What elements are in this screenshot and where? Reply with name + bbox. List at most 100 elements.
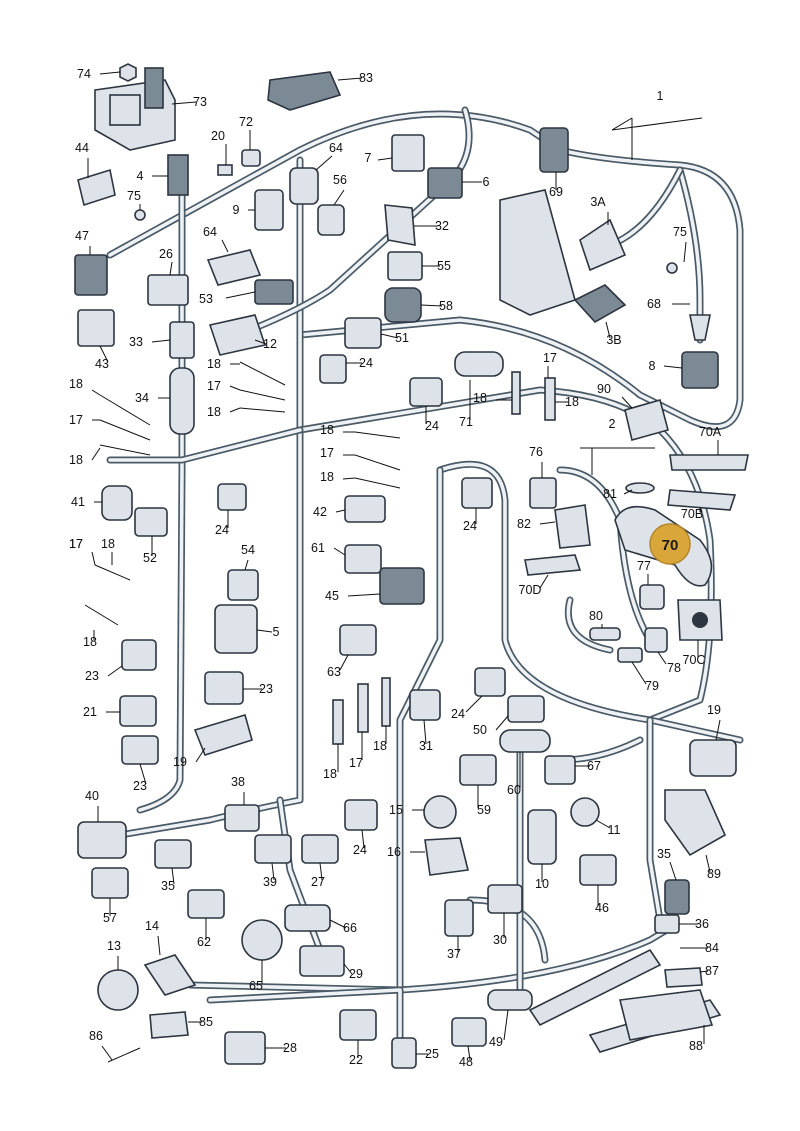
highlight-badge-text[interactable]: 70 <box>662 537 679 554</box>
connector-57 <box>91 867 129 899</box>
connector-29 <box>299 945 345 977</box>
leader-line-l86 <box>101 1045 113 1061</box>
connector-65 <box>241 919 283 961</box>
callout-label-l18k: 18 <box>373 739 387 753</box>
callout-label-l10: 10 <box>535 877 549 891</box>
leader-line-l8 <box>663 365 683 369</box>
connector-10 <box>527 809 557 865</box>
highlight-70-badge[interactable]: 70 <box>649 523 691 565</box>
leader-line-l45 <box>347 593 381 597</box>
callout-label-l33: 33 <box>129 335 143 349</box>
pins-center <box>354 431 401 489</box>
connector-9 <box>254 189 284 231</box>
connector-25 <box>391 1037 417 1069</box>
callout-label-l82: 82 <box>517 517 531 531</box>
callout-label-l35a: 35 <box>161 879 175 893</box>
leader-line-l83 <box>337 77 363 81</box>
callout-label-l22: 22 <box>349 1053 363 1067</box>
connector-36 <box>654 914 680 934</box>
grommet-68 <box>689 314 711 341</box>
connector-28 <box>224 1031 266 1065</box>
connector-49 <box>487 989 533 1011</box>
callout-label-l29: 29 <box>349 967 363 981</box>
connector-35b <box>664 879 690 915</box>
callout-label-l55: 55 <box>437 259 451 273</box>
leader-line-l73 <box>171 101 197 105</box>
callout-label-l43: 43 <box>95 357 109 371</box>
leader-line-l18g <box>91 447 101 461</box>
callout-label-l31: 31 <box>419 739 433 753</box>
connector-42 <box>344 495 386 523</box>
connector-78 <box>644 627 668 653</box>
callout-label-l2: 2 <box>609 417 616 431</box>
cover-3A <box>579 218 627 272</box>
callout-label-l21: 21 <box>83 705 97 719</box>
callout-label-l48: 48 <box>459 1055 473 1069</box>
callout-label-l40: 40 <box>85 789 99 803</box>
callout-label-l61: 61 <box>311 541 325 555</box>
leader-line-l27 <box>319 862 323 881</box>
connector-53 <box>254 279 294 305</box>
callout-label-l24a: 24 <box>359 356 373 370</box>
callout-label-l39: 39 <box>263 875 277 889</box>
callout-label-l51: 51 <box>395 331 409 345</box>
cover-90 <box>624 399 669 441</box>
callout-label-l17d: 17 <box>320 446 334 460</box>
connector-37 <box>444 899 474 937</box>
callout-label-l49: 49 <box>489 1035 503 1049</box>
leader-line-l50 <box>495 715 509 731</box>
leader-line-l18c <box>91 389 101 396</box>
connector-54 <box>227 569 259 601</box>
connector-20 <box>217 164 233 176</box>
callout-label-l64a: 64 <box>329 141 343 155</box>
leader-line-l49 <box>503 1009 509 1041</box>
callout-label-l89: 89 <box>707 867 721 881</box>
callout-label-l81: 81 <box>603 487 617 501</box>
leader-line-l64b <box>221 239 229 253</box>
flange-70C <box>677 599 723 641</box>
callout-label-l67: 67 <box>587 759 601 773</box>
callout-label-l88: 88 <box>689 1039 703 1053</box>
callout-label-l57: 57 <box>103 911 117 925</box>
leader-line-l39 <box>271 862 275 881</box>
highlight-badge-circle[interactable] <box>649 523 691 565</box>
callout-label-l15: 15 <box>389 803 403 817</box>
leader-line-l48 <box>467 1045 471 1061</box>
pins-18-17 <box>99 361 286 456</box>
callout-label-l60: 60 <box>507 783 521 797</box>
callout-label-l3B: 3B <box>606 333 621 347</box>
bracket-70A <box>669 454 749 471</box>
control-unit <box>499 189 576 316</box>
connector-64b <box>206 249 262 286</box>
connector-39 <box>254 834 292 864</box>
callout-label-l83: 83 <box>359 71 373 85</box>
connector-24-f <box>344 799 378 831</box>
callout-label-l24b: 24 <box>425 419 439 433</box>
connector-27 <box>301 834 339 864</box>
connector-32 <box>384 204 416 246</box>
connector-52 <box>134 507 168 537</box>
callout-label-l30: 30 <box>493 933 507 947</box>
callout-label-l79: 79 <box>645 679 659 693</box>
callout-label-l12: 12 <box>263 337 277 351</box>
callout-label-l18f: 18 <box>320 423 334 437</box>
callout-label-l64b: 64 <box>203 225 217 239</box>
leader-line-l90 <box>621 396 633 409</box>
connector-13 <box>97 969 139 1011</box>
bracket-88 <box>588 989 722 1053</box>
callout-label-l17e: 17 <box>69 537 83 551</box>
leader-line-l19a <box>715 719 721 741</box>
bracket-82 <box>554 504 591 549</box>
callout-label-l23c: 23 <box>133 779 147 793</box>
connector-55 <box>387 251 423 281</box>
connector-24-top <box>319 354 347 384</box>
leader-line-l18i <box>342 477 356 480</box>
callout-label-l85: 85 <box>199 1015 213 1029</box>
callout-label-l50: 50 <box>473 723 487 737</box>
callout-label-l70D: 70D <box>519 583 542 597</box>
callout-label-l18h: 18 <box>101 537 115 551</box>
leader-line-l79 <box>631 661 647 685</box>
connector-61 <box>344 544 382 574</box>
